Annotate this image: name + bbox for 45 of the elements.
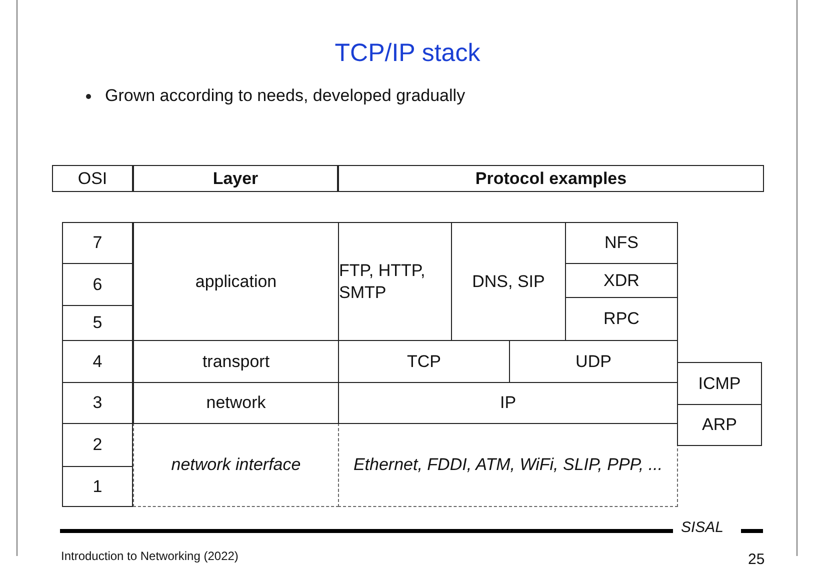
cell-text: 2 — [92, 434, 102, 456]
cell-text: TCP — [407, 350, 441, 372]
bullet-text: Grown according to needs, developed gradually — [105, 86, 466, 106]
footer-text: Introduction to Networking (2022) — [61, 549, 238, 563]
table-cell — [133, 382, 339, 424]
footer-text: SISAL — [681, 519, 724, 536]
cell-text: UDP — [576, 350, 612, 372]
table-cell — [133, 222, 339, 341]
cell-text: network — [206, 392, 266, 414]
cell-text: 5 — [92, 312, 102, 334]
cell-text: 6 — [92, 274, 102, 296]
cell-text: ARP — [702, 414, 737, 436]
table-cell — [62, 263, 133, 306]
cell-text: FTP, HTTP, SMTP — [339, 260, 426, 303]
table-cell — [565, 222, 678, 264]
cell-text: Protocol examples — [475, 168, 627, 190]
cell-text: network interface — [171, 454, 301, 476]
table-cell — [62, 340, 133, 383]
header-cell — [133, 165, 338, 192]
slide-title: TCP/IP stack — [334, 39, 482, 68]
table-cell — [677, 404, 762, 446]
table-cell — [677, 362, 762, 405]
header-cell — [338, 165, 764, 192]
page-number: 25 — [748, 551, 765, 568]
cell-text: 7 — [92, 232, 102, 254]
table-cell — [62, 222, 133, 264]
table-cell — [62, 466, 133, 507]
table-cell — [62, 305, 133, 341]
cell-text: IP — [500, 392, 516, 414]
cell-text: Layer — [212, 168, 258, 190]
cell-text: ICMP — [698, 372, 741, 394]
cell-text: Ethernet, FDDI, ATM, WiFi, SLIP, PPP, ... — [353, 454, 663, 476]
cell-text: transport — [202, 350, 270, 372]
cell-text: RPC — [604, 308, 640, 330]
cell-text: DNS, SIP — [472, 270, 545, 292]
cell-text: XDR — [604, 270, 640, 292]
cell-text: 3 — [92, 392, 102, 414]
table-cell — [62, 423, 133, 467]
cell-text: NFS — [604, 232, 638, 254]
cell-text: application — [195, 270, 277, 292]
cell-text: 1 — [92, 476, 102, 498]
table-cell — [62, 382, 133, 424]
cell-text: 4 — [92, 350, 102, 372]
header-cell — [52, 165, 133, 192]
cell-text: OSI — [78, 168, 108, 190]
